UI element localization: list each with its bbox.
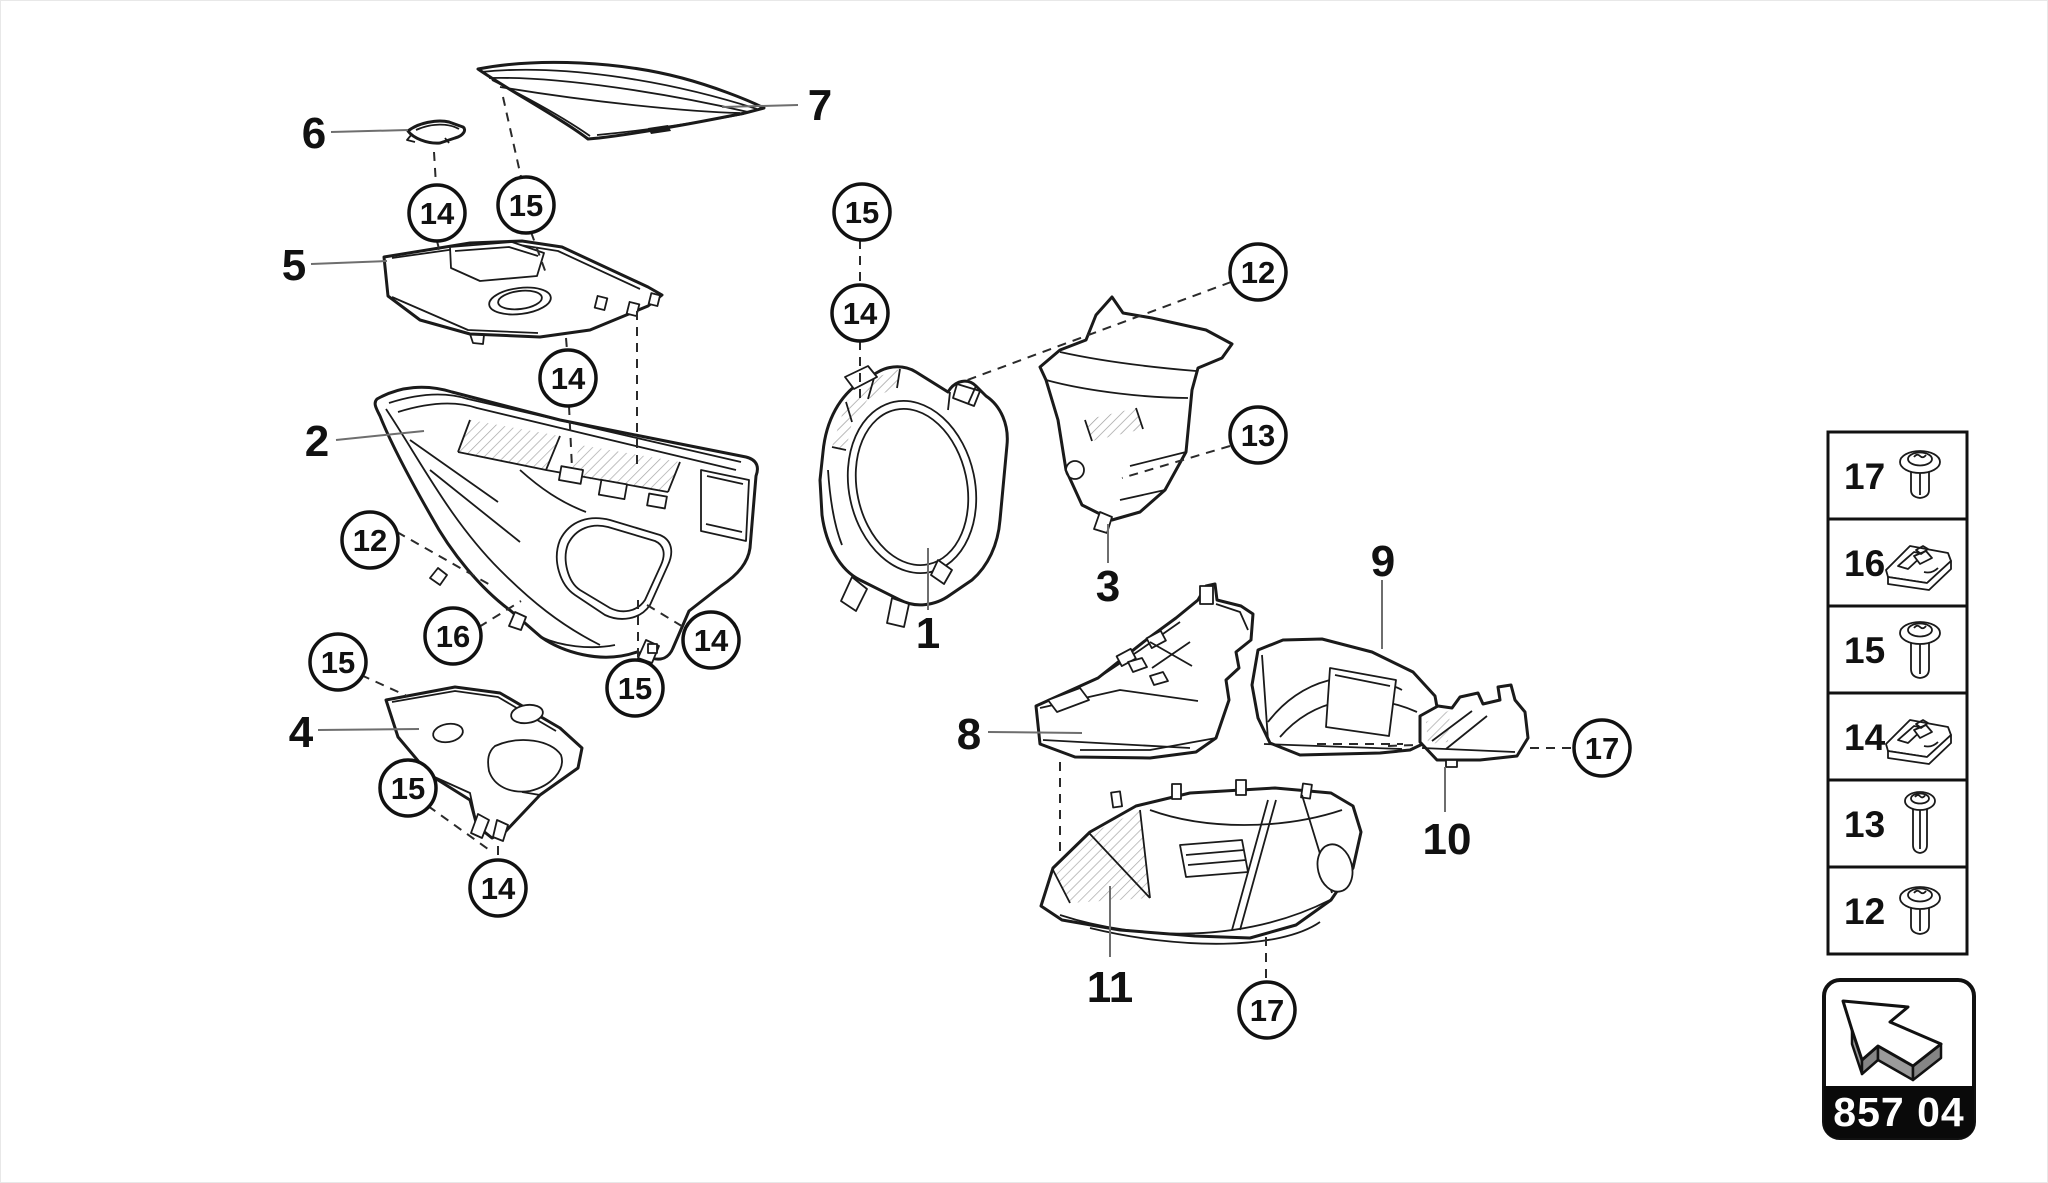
callout-15-b: 15 [308, 632, 368, 692]
part-label-7: 7 [808, 81, 832, 130]
part-label-10: 10 [1423, 815, 1472, 864]
callout-14-c: 14 [681, 610, 741, 670]
part-drawing-4 [384, 685, 584, 842]
callout-13: 13 [1228, 405, 1288, 465]
svg-text:12: 12 [1241, 255, 1275, 290]
svg-text:16: 16 [436, 619, 470, 654]
callout-12-a: 12 [340, 510, 400, 570]
svg-text:13: 13 [1241, 418, 1275, 453]
callout-15-d: 15 [378, 758, 438, 818]
svg-text:12: 12 [1844, 891, 1885, 932]
part-label-3: 3 [1096, 562, 1120, 611]
part-label-6: 6 [302, 109, 326, 158]
svg-text:13: 13 [1844, 804, 1885, 845]
svg-text:15: 15 [845, 195, 879, 230]
legend-row-13: 13 [1826, 778, 1969, 869]
svg-text:14: 14 [420, 196, 455, 231]
svg-text:16: 16 [1844, 543, 1885, 584]
svg-text:15: 15 [1844, 630, 1885, 671]
section-badge: 857 04 [1822, 978, 1976, 1140]
callout-14-a: 14 [407, 183, 467, 243]
part-drawing-5 [382, 239, 664, 345]
legend-row-16: 16 [1826, 517, 1969, 608]
part-label-2: 2 [305, 417, 329, 466]
svg-text:14: 14 [1844, 717, 1886, 758]
svg-text:14: 14 [843, 296, 878, 331]
svg-text:15: 15 [391, 771, 425, 806]
callout-15-a: 15 [496, 175, 556, 235]
svg-text:12: 12 [353, 523, 387, 558]
svg-text:14: 14 [694, 623, 729, 658]
part-labels: 6 7 5 2 4 1 3 8 9 10 11 [282, 81, 1472, 1012]
part-drawing-2 [373, 385, 759, 664]
callout-15-e: 15 [832, 182, 892, 242]
part-label-4: 4 [289, 708, 314, 757]
svg-text:15: 15 [618, 671, 652, 706]
part-drawing-9 [1250, 637, 1441, 757]
part-drawing-6 [406, 119, 467, 145]
callout-17-b: 17 [1237, 980, 1297, 1040]
svg-text:14: 14 [551, 361, 586, 396]
svg-text:15: 15 [321, 645, 355, 680]
direction-arrow-icon [1841, 999, 1943, 1082]
part-label-5: 5 [282, 241, 306, 290]
callout-14-b: 14 [538, 348, 598, 408]
callout-14-e: 14 [830, 283, 890, 343]
legend-row-12: 12 [1826, 865, 1969, 956]
part-drawing-10 [1418, 683, 1530, 768]
assembly-dashed-lines [360, 96, 1571, 981]
fastener-legend-table: 17 16 15 14 13 12 [1826, 430, 1969, 956]
legend-row-15: 15 [1826, 604, 1969, 695]
legend-row-14: 14 [1826, 691, 1969, 782]
part-label-9: 9 [1371, 537, 1395, 586]
part-label-11: 11 [1087, 963, 1134, 1012]
callout-14-d: 14 [468, 858, 528, 918]
part-drawing-1 [818, 365, 1009, 628]
part-label-1: 1 [916, 609, 940, 658]
part-drawing-3 [1038, 295, 1234, 534]
svg-text:17: 17 [1844, 456, 1885, 497]
part-label-8: 8 [957, 710, 981, 759]
svg-text:15: 15 [509, 188, 543, 223]
svg-text:17: 17 [1250, 993, 1284, 1028]
callout-17-a: 17 [1572, 718, 1632, 778]
badge-code-bar [1824, 1086, 1974, 1138]
svg-text:14: 14 [481, 871, 516, 906]
legend-row-17: 17 [1826, 430, 1969, 521]
callout-12-b: 12 [1228, 242, 1288, 302]
callout-16: 16 [423, 606, 483, 666]
callout-15-c: 15 [605, 658, 665, 718]
part-drawing-11 [1039, 779, 1363, 945]
badge-code-text: 857 04 [1833, 1089, 1964, 1135]
part-drawing-7 [476, 60, 766, 141]
fastener-callouts: 14 15 14 12 16 15 15 14 [308, 175, 1632, 1040]
label-leader-lines [310, 104, 1446, 957]
svg-text:17: 17 [1585, 731, 1619, 766]
part-drawing-8 [1034, 582, 1255, 760]
